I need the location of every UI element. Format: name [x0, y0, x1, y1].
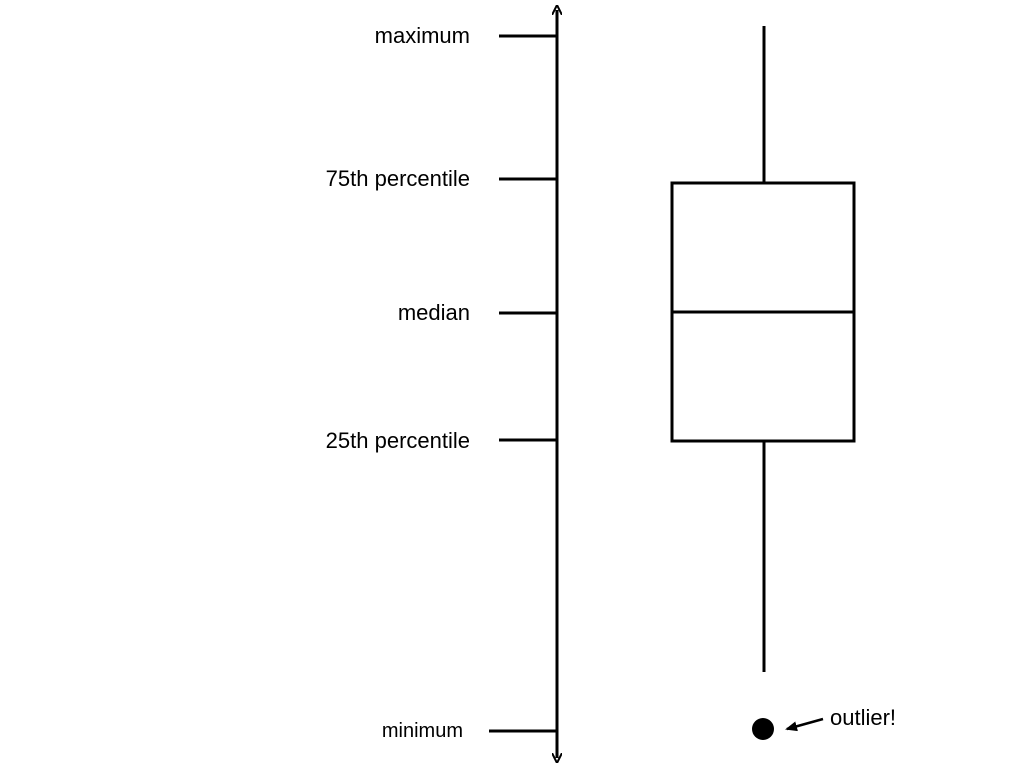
label-minimum: minimum [381, 720, 463, 742]
outlier-point [752, 718, 774, 740]
label-median: median [397, 300, 470, 325]
label-25th-percentile: 25th percentile [325, 428, 470, 453]
label-outlier: outlier! [830, 705, 897, 730]
label-75th-percentile: 75th percentile [325, 166, 470, 191]
outlier-arrow [785, 717, 824, 732]
label-maximum: maximum [374, 23, 470, 48]
